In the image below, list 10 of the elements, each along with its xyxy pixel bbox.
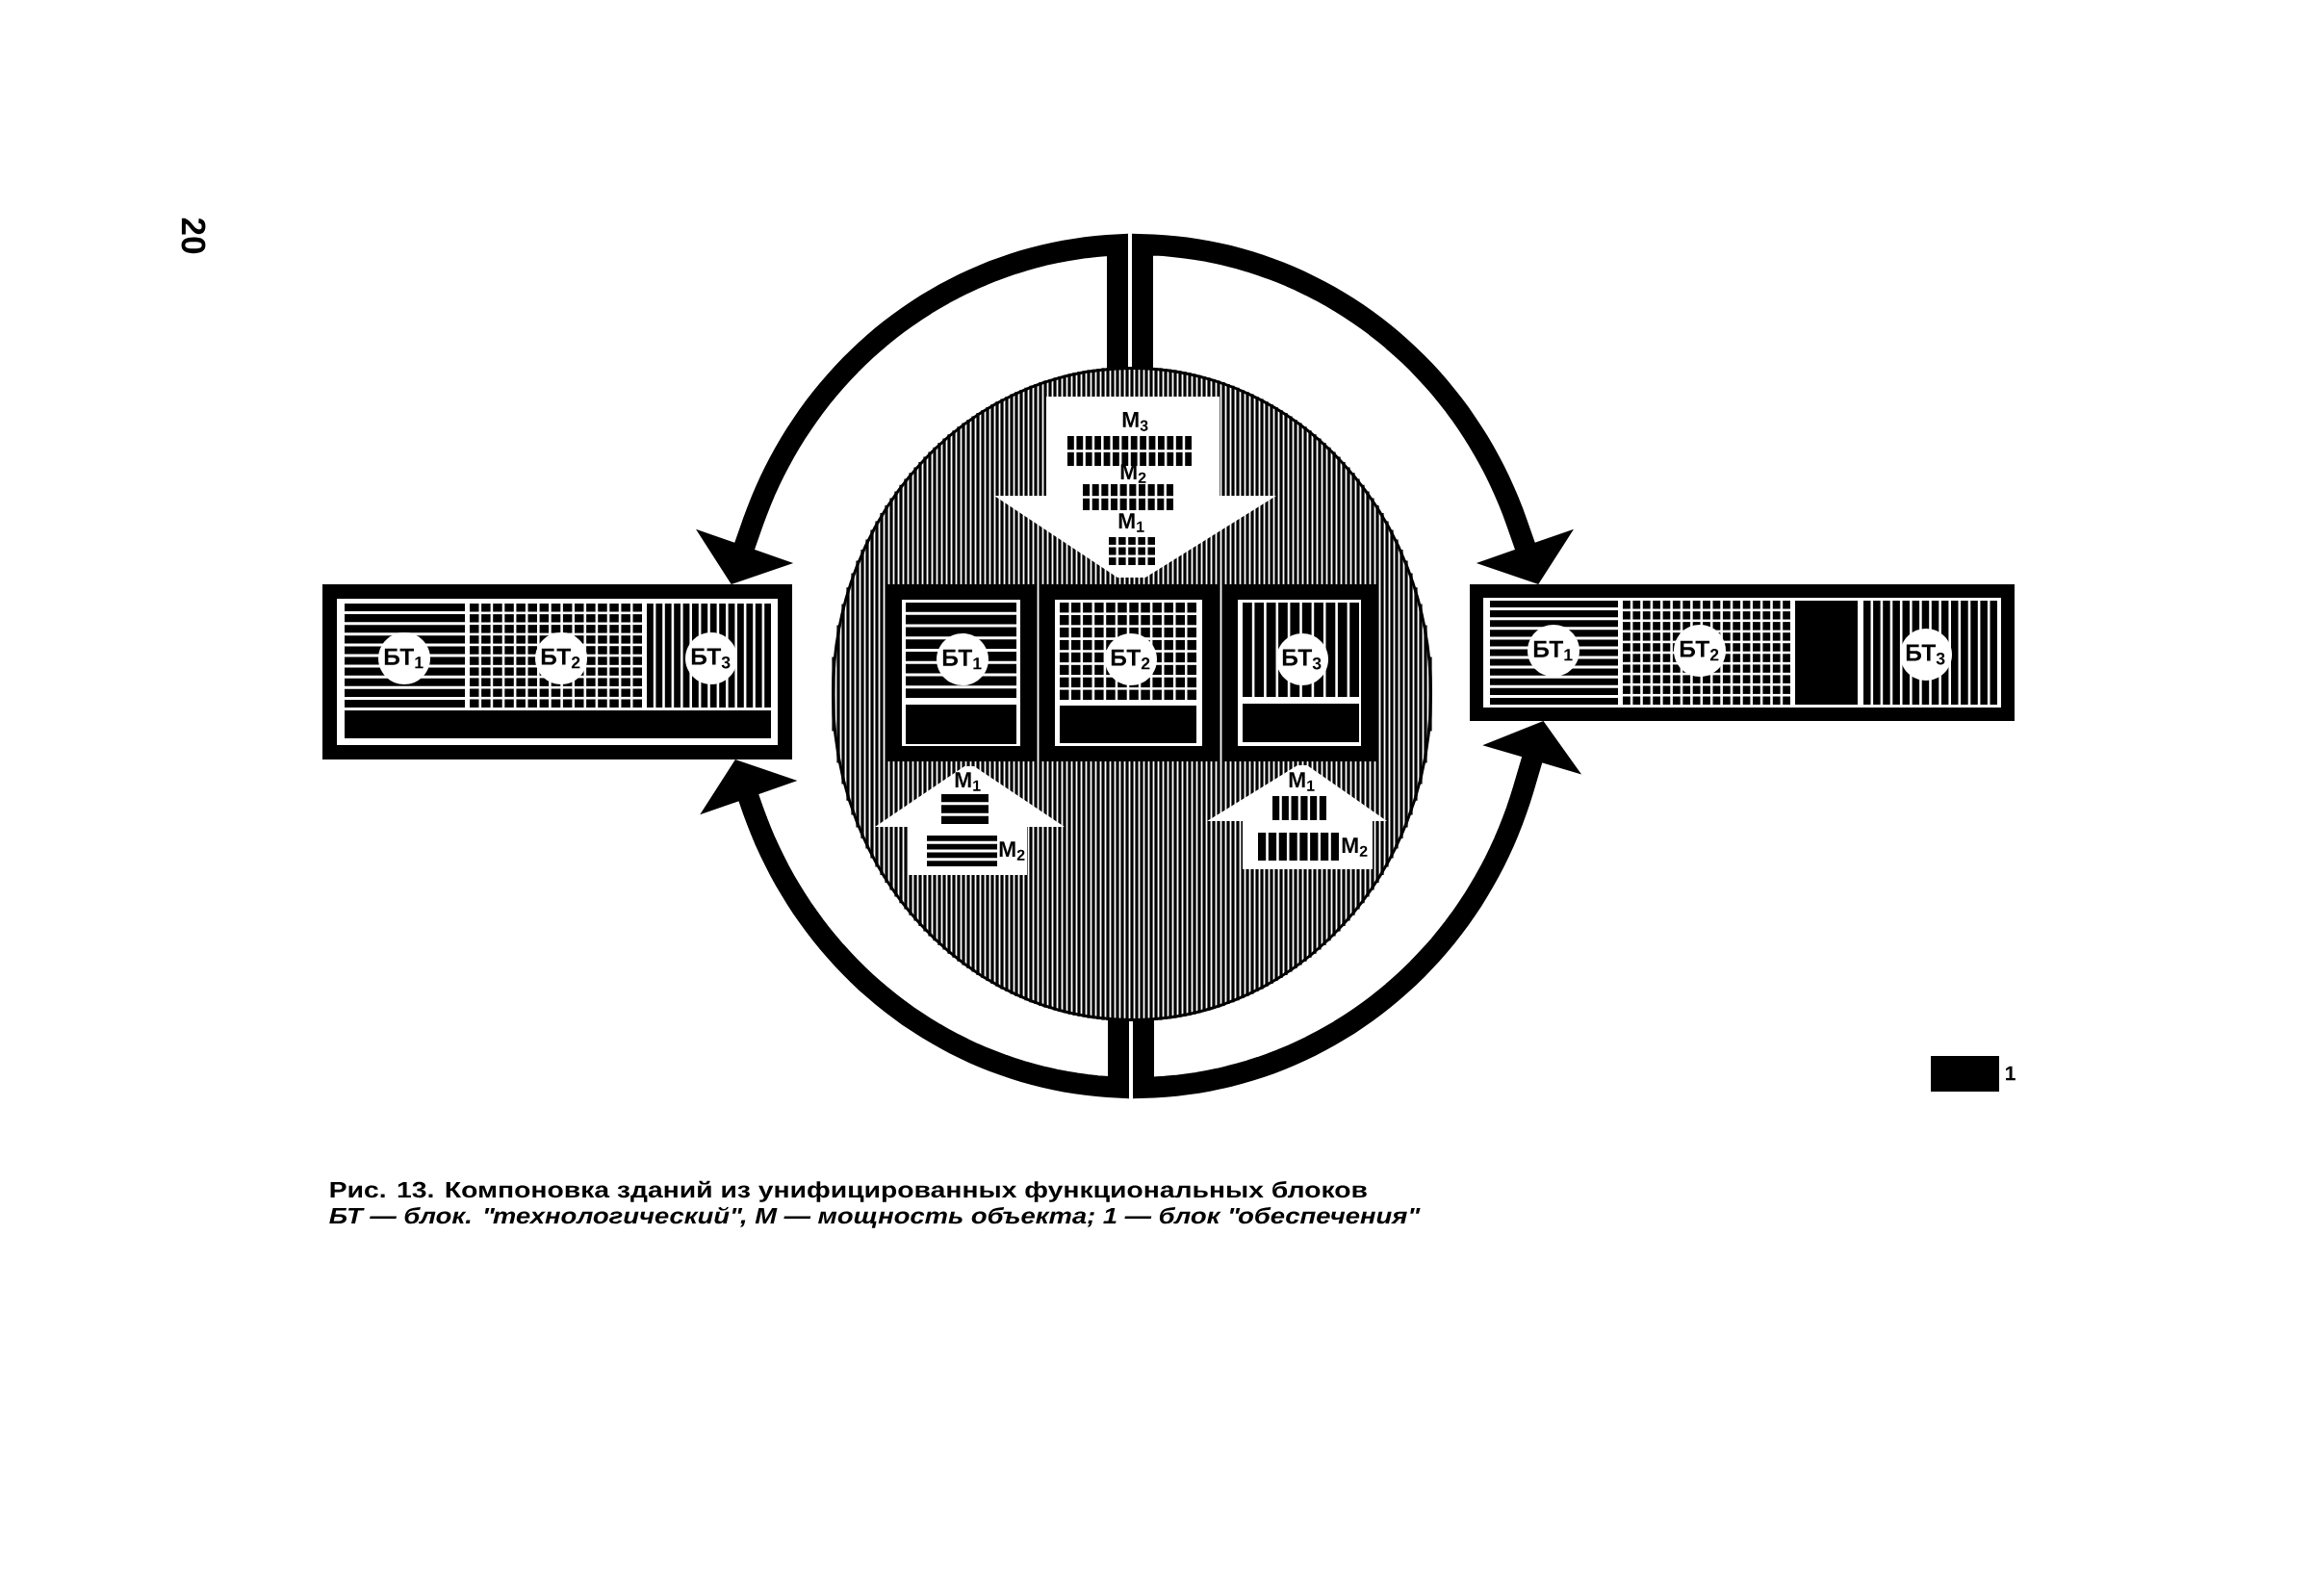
legend-label: 1	[2006, 1066, 2016, 1081]
arrow-label: М$_{3}$	[1122, 412, 1148, 431]
arrow-label: М$_{1}$	[1289, 772, 1315, 791]
caption-key: БТ — блок. "технологический", М — мощность объекта; 1 — блок "обеспечения"	[329, 1206, 1421, 1228]
arrow-label: М$_{1}$	[1118, 513, 1144, 532]
arrow-label: М$_{2}$	[1342, 837, 1368, 857]
page-number: 20	[181, 218, 206, 254]
arrow-label: М$_{2}$	[999, 841, 1025, 861]
caption: Рис. 13. Компоновка зданий из унифицированных функциональных блоков	[330, 1180, 1367, 1202]
arrow-label: М$_{1}$	[955, 772, 981, 791]
